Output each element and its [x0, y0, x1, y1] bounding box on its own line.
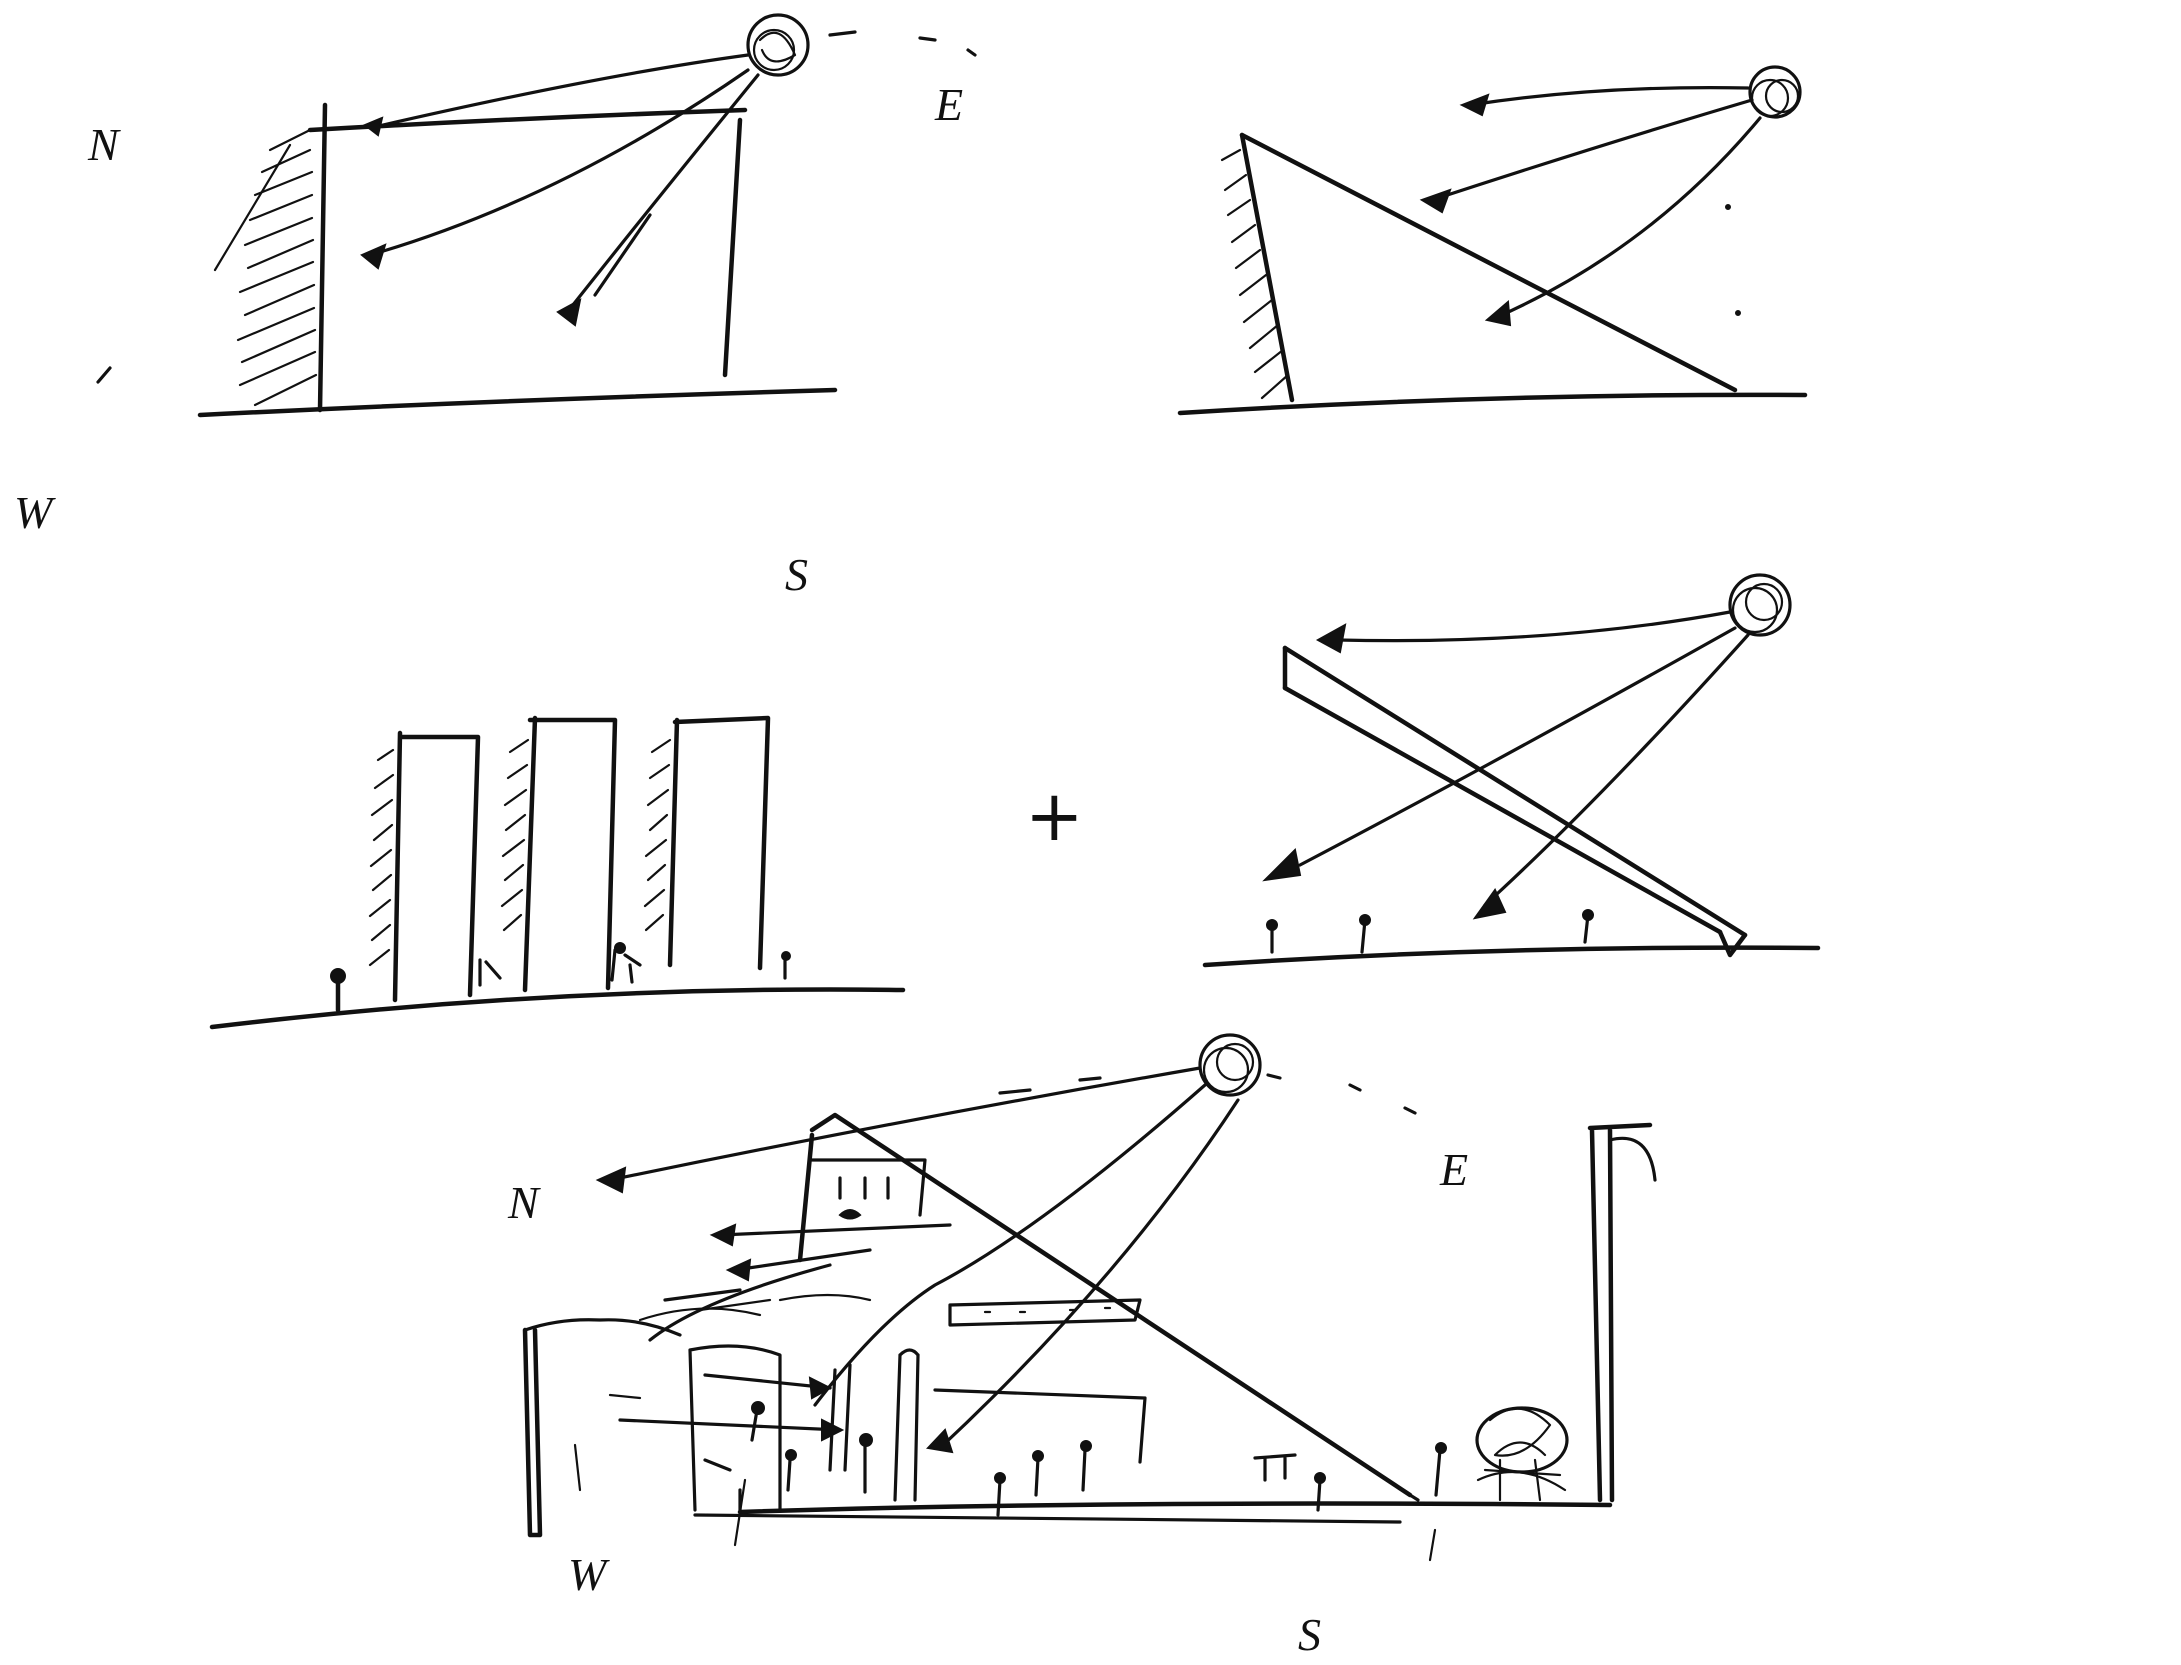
sun-icon — [1730, 575, 1790, 635]
ground-line — [1180, 395, 1805, 413]
compass-west: W — [14, 487, 56, 538]
right-tower-arc — [1610, 1138, 1655, 1180]
dot — [1726, 205, 1730, 209]
sun-icon — [1200, 1035, 1260, 1095]
sun-rays — [1300, 612, 1748, 905]
building-outline — [812, 1160, 925, 1215]
person-icon — [752, 1402, 1446, 1515]
compass-south: S — [785, 549, 808, 600]
compass-west: W — [568, 1549, 610, 1600]
tree-icon — [331, 969, 345, 1010]
slab-bottom-edge — [1285, 688, 1720, 932]
sun-rays — [370, 55, 758, 315]
pillar — [895, 1350, 918, 1500]
compass-north: N — [507, 1177, 541, 1228]
wall-hatching — [1222, 150, 1288, 398]
balcony — [950, 1300, 1140, 1325]
building-windows — [840, 1178, 888, 1198]
panel-bottom: N W E S — [507, 1035, 1655, 1660]
compass-north: N — [87, 119, 121, 170]
tick-mark — [98, 368, 110, 382]
right-tower — [1590, 1125, 1650, 1500]
light-arrows — [620, 1225, 950, 1470]
panel-middle-left — [212, 718, 903, 1027]
wall-hatching — [215, 130, 316, 405]
sun-icon — [1750, 67, 1800, 117]
ground-line — [740, 1504, 1610, 1512]
left-tower — [525, 1330, 540, 1535]
compass-south: S — [1298, 1609, 1321, 1660]
sun-icon — [748, 15, 808, 75]
dot — [1736, 311, 1740, 315]
sun-rays — [610, 1068, 1238, 1448]
combine-plus: + — [1025, 775, 1084, 857]
slab-1 — [395, 733, 478, 1000]
arrow-icon — [1265, 625, 1505, 918]
slab-top-edge — [1285, 648, 1745, 935]
post-right — [725, 120, 740, 375]
person-icon — [1267, 910, 1593, 952]
compass-east: E — [1439, 1144, 1468, 1195]
wall-left — [320, 105, 325, 410]
left-tower-top — [525, 1320, 680, 1335]
wedge-diagonal — [1242, 135, 1735, 390]
sun-rays — [1432, 88, 1760, 318]
ground-line — [200, 390, 835, 415]
compass-east: E — [934, 79, 963, 130]
slab-3 — [670, 718, 768, 968]
sun-path-dashes — [830, 32, 975, 55]
triangle-left-wall — [800, 1135, 812, 1260]
panel-top-left: N W E S — [14, 15, 975, 600]
ground-line — [212, 989, 903, 1027]
arrow-icon — [1422, 95, 1510, 325]
triangle-roof — [812, 1115, 1410, 1495]
panel-middle-right — [1205, 575, 1818, 965]
wall-hatching — [370, 740, 670, 965]
slab-2 — [525, 718, 615, 990]
panel-top-right — [1180, 67, 1805, 413]
tree-icon — [1477, 1408, 1567, 1500]
balcony-marks — [985, 1308, 1110, 1312]
wedge-left-edge — [1242, 135, 1292, 400]
